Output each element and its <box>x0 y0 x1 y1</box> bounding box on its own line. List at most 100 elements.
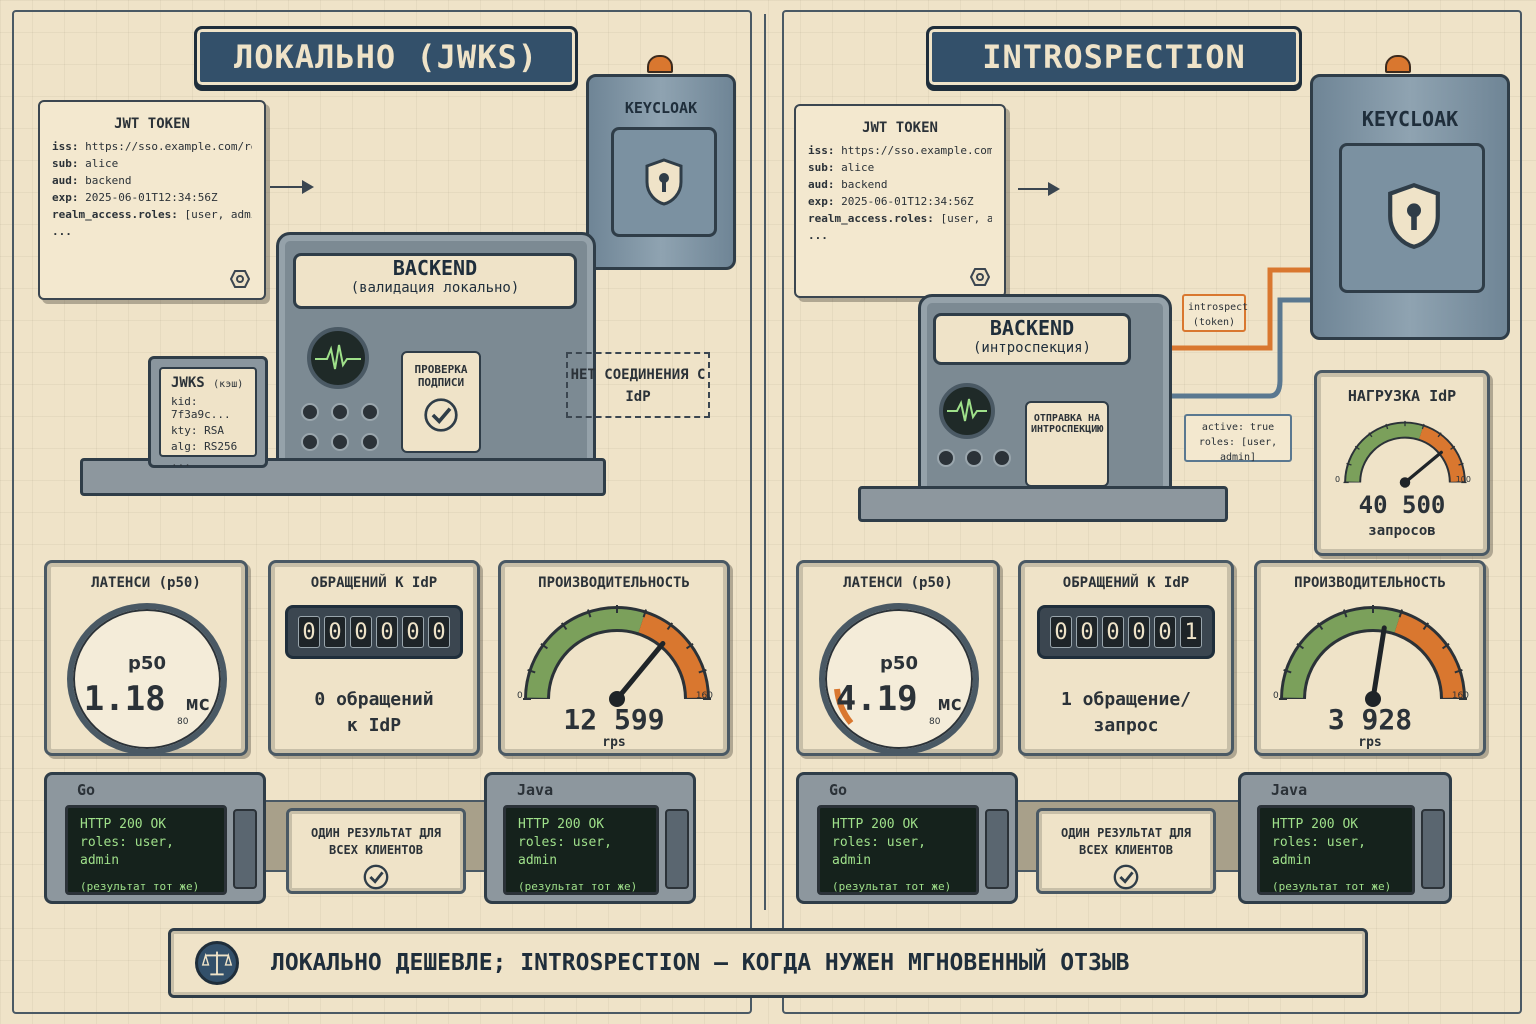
gauge-tick <box>666 622 674 631</box>
gauge-needle <box>1403 450 1443 485</box>
checkmark-icon <box>424 398 458 432</box>
oscilloscope <box>939 383 995 439</box>
left-panel-frame <box>12 10 752 1014</box>
jwks-line: kid: 7f3a9c... <box>171 395 231 421</box>
left-same-result-card: ОДИН РЕЗУЛЬТАТ ДЛЯ ВСЕХ КЛИЕНТОВ <box>286 808 466 894</box>
token-line: exp: 2025-06-01T12:34:56Z <box>808 195 974 208</box>
footer-banner: ЛОКАЛЬНО ДЕШЕВЛЕ; INTROSPECTION — КОГДА … <box>168 928 1368 998</box>
dial-tick: 80 <box>177 717 189 727</box>
gauge-needle <box>614 641 666 702</box>
right-latency-card: ЛАТЕНСИ (p50) p50 4.19 мс 80 <box>796 560 1000 756</box>
token-line: iss: https://sso.example.com/realms/demo <box>808 144 992 157</box>
beacon-icon <box>647 55 673 73</box>
right-panel-frame <box>782 10 1522 1014</box>
right-throughput-card: ПРОИЗВОДИТЕЛЬНОСТЬ 0 160 3 928 rps <box>1254 560 1486 756</box>
knob <box>361 433 379 451</box>
introspect-request-callout: introspect (token) <box>1182 294 1248 332</box>
token-line: iss: https://sso.example.com/realms/demo <box>52 140 252 153</box>
gauge-tick <box>1421 423 1425 430</box>
token-line: realm_access.roles: [user, admin] <box>52 208 252 221</box>
gauge-tick <box>527 669 536 674</box>
client-side-panel <box>665 809 689 889</box>
token-line: ... <box>808 229 828 242</box>
jwks-card: JWKS (кэш) kid: 7f3a9c... kty: RSA alg: … <box>159 367 257 469</box>
token-title: JWT TOKEN <box>862 120 938 136</box>
left-java-client: Java HTTP 200 OK roles: user, admin (рез… <box>484 772 696 904</box>
knob <box>301 403 319 421</box>
left-backend-machine: BACKEND (валидация локально) ПРОВЕРКА ПО… <box>276 232 596 472</box>
card-title: ПРОИЗВОДИТЕЛЬНОСТЬ <box>1294 575 1446 591</box>
gauge-tick <box>1398 609 1403 618</box>
right-title: INTROSPECTION <box>926 26 1302 88</box>
gauge-green-band <box>1346 423 1424 483</box>
odometer-digit: 0 <box>324 616 346 648</box>
client-screen: HTTP 200 OK roles: user, admin (результа… <box>503 805 659 895</box>
backend-title: BACKEND <box>989 316 1075 340</box>
token-line: aud: backend <box>808 178 888 191</box>
latency-dial: p50 1.18 мс 80 <box>67 603 227 755</box>
gauge-tick <box>1450 445 1456 450</box>
center-divider <box>764 14 766 910</box>
keycloak-label: KEYCLOAK <box>1361 107 1459 131</box>
token-line: sub: alice <box>52 157 119 170</box>
dial-label: p50 <box>128 653 166 674</box>
gauge-tick <box>1283 669 1292 674</box>
gauge-tick <box>642 609 647 618</box>
right-go-client: Go HTTP 200 OK roles: user, admin (резул… <box>796 772 1018 904</box>
waveform-icon <box>315 344 361 370</box>
checkmark-icon <box>363 864 389 890</box>
gauge-tick <box>1385 423 1389 430</box>
throughput-gauge <box>523 605 711 707</box>
gauge-hub <box>609 691 625 707</box>
idp-load-value: 40 500 <box>1358 491 1446 519</box>
client-side-panel <box>985 809 1009 889</box>
right-backend-machine: BACKEND (интроспекция) ОТПРАВКА НА ИНТРО… <box>918 294 1172 506</box>
backend-subtitle: (интроспекция) <box>972 340 1091 356</box>
token-arrow <box>270 180 314 194</box>
checkmark-icon <box>1113 864 1139 890</box>
backend-subtitle: (валидация локально) <box>350 280 520 296</box>
client-lang: Go <box>829 781 848 799</box>
card-title: ОБРАЩЕНИЙ К IdP <box>310 575 438 591</box>
gauge-tick <box>1343 609 1348 618</box>
idp-load-unit: запросов <box>1368 523 1436 539</box>
jwks-cache-box: JWKS (кэш) kid: 7f3a9c... kty: RSA alg: … <box>148 356 268 469</box>
plate-text: ОТПРАВКА НА ИНТРОСПЕКЦИЮ <box>1031 413 1104 435</box>
token-title: JWT TOKEN <box>114 116 190 132</box>
backend-sign: BACKEND (валидация локально) <box>293 253 577 309</box>
right-base-platform <box>858 486 1228 522</box>
gauge-needle <box>1370 625 1387 702</box>
client-screen: HTTP 200 OK roles: user, admin (результа… <box>817 805 979 895</box>
knob <box>331 403 349 421</box>
odometer-digit: 0 <box>1128 616 1150 648</box>
knob <box>331 433 349 451</box>
gauge-upper-band <box>1418 426 1464 483</box>
card-title: ЛАТЕНСИ (p50) <box>843 575 953 591</box>
dial-label: p50 <box>880 653 918 674</box>
gauge-min: 0 <box>1273 691 1279 701</box>
backend-title: BACKEND <box>392 256 478 280</box>
dial-value: 4.19 мс <box>835 679 963 719</box>
client-side-panel <box>233 809 257 889</box>
odometer-digit: 0 <box>298 616 320 648</box>
shield-keyhole-icon <box>645 158 683 206</box>
gauge-tick <box>1437 432 1442 438</box>
right-same-result-card: ОДИН РЕЗУЛЬТАТ ДЛЯ ВСЕХ КЛИЕНТОВ <box>1036 808 1216 894</box>
client-lang: Java <box>517 781 554 799</box>
gauge-hub <box>1365 691 1381 707</box>
left-throughput-card: ПРОИЗВОДИТЕЛЬНОСТЬ 0 160 12 599 rps <box>498 560 730 756</box>
odometer: 0 0 0 0 0 1 <box>1037 605 1215 659</box>
knob <box>361 403 379 421</box>
client-screen: HTTP 200 OK roles: user, admin (результа… <box>1257 805 1415 895</box>
idp-calls-caption: 1 обращение/ запрос <box>1060 689 1192 736</box>
gauge-tick <box>1368 432 1373 438</box>
gauge-max: 100 <box>1455 475 1471 484</box>
gauge-max: 160 <box>695 691 713 701</box>
gauge-min: 0 <box>1335 475 1341 484</box>
gauge-tick <box>587 609 592 618</box>
gauge-max: 160 <box>1451 691 1469 701</box>
hex-nut-icon <box>230 270 250 288</box>
gauge-tick <box>1422 622 1430 631</box>
jwks-line: ... <box>171 456 191 469</box>
right-idp-calls-card: ОБРАЩЕНИЙ К IdP 0 0 0 0 0 1 1 обращение/… <box>1018 560 1234 756</box>
